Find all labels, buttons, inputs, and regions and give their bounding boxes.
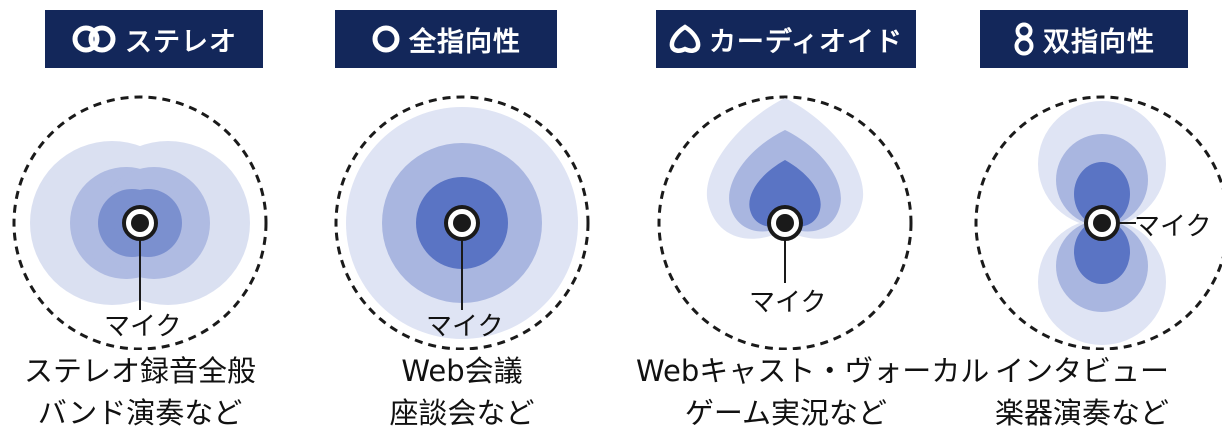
use-case-line-2: 座談会など — [389, 396, 535, 430]
pattern-title-badge: カーディオイド — [656, 10, 916, 68]
pattern-title: 双指向性 — [1043, 26, 1155, 58]
pattern-panel-bidirectional: 双指向性 マイク インタビュー 楽器演奏など — [922, 0, 1222, 435]
pattern-title: ステレオ — [125, 26, 237, 58]
pattern-title-badge: ステレオ — [45, 10, 263, 68]
figure-eight-icon — [1013, 22, 1035, 56]
pattern-title: カーディオイド — [708, 26, 904, 58]
omni-pickup-diagram — [334, 95, 590, 350]
use-case-line-2: ゲーム実況など — [684, 396, 888, 430]
use-case-line-1: Webキャスト・ヴォーカル — [636, 354, 990, 388]
use-case-line-1: インタビュー — [994, 354, 1169, 388]
bidirectional-pickup-diagram — [974, 95, 1222, 350]
mic-label: マイク — [1134, 212, 1212, 242]
use-case-line-1: ステレオ録音全般 — [23, 354, 256, 388]
stereo-pickup-diagram — [12, 95, 268, 350]
pattern-panel-stereo: ステレオ マイク ステレオ録音全般 バンド演奏など — [0, 0, 300, 435]
mic-label: マイク — [426, 312, 504, 342]
use-case-line-2: 楽器演奏など — [994, 396, 1169, 430]
stereo-double-circle-icon — [71, 24, 117, 54]
omnidirectional-circle-icon — [371, 24, 401, 54]
pattern-title: 全指向性 — [409, 26, 521, 58]
pattern-panel-cardioid: カーディオイド マイク Webキャスト・ヴォーカル ゲーム実況など — [630, 0, 989, 435]
mic-label: マイク — [749, 288, 827, 318]
pattern-panel-omni: 全指向性 マイク Web会議 座談会など — [320, 0, 620, 435]
cardioid-heart-icon — [669, 24, 701, 54]
pattern-title-badge: 全指向性 — [335, 10, 557, 68]
pattern-title-badge: 双指向性 — [980, 10, 1188, 68]
cardioid-pickup-diagram — [657, 95, 913, 350]
mic-label: マイク — [104, 312, 182, 342]
use-case-line-2: バンド演奏など — [37, 396, 243, 430]
use-case-line-1: Web会議 — [401, 354, 523, 388]
